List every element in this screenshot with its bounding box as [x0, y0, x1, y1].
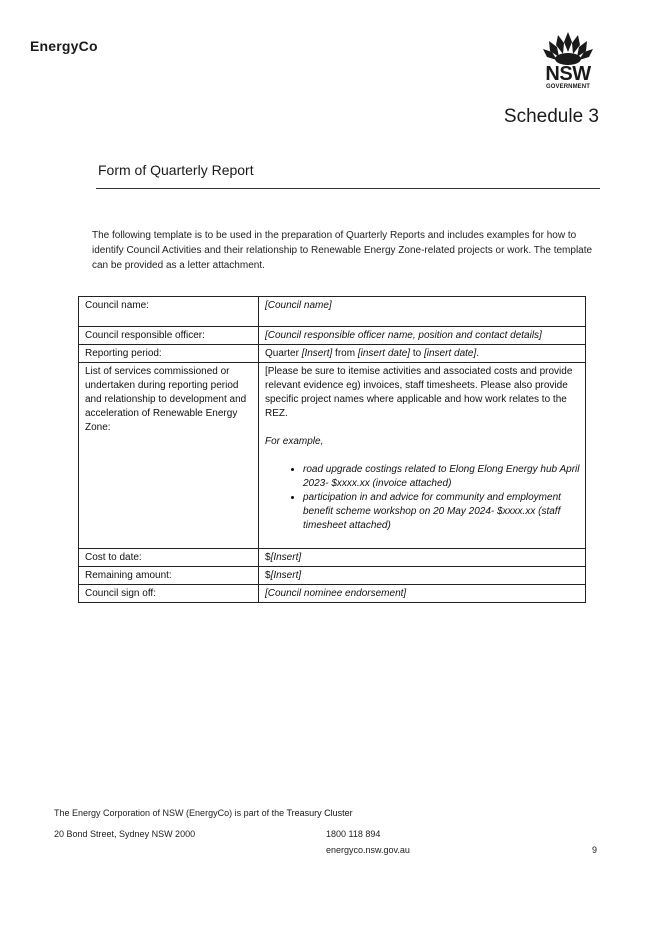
period-label: Reporting period: [78, 344, 259, 363]
services-value: [Please be sure to itemise activities an… [258, 362, 586, 549]
council-name-value: [Council name] [258, 296, 586, 327]
period-from-insert: [insert date] [357, 348, 411, 359]
cost-label: Cost to date: [78, 548, 259, 567]
cost-value: $[Insert] [258, 548, 586, 567]
table-row: Council sign off: [Council nominee endor… [78, 584, 586, 603]
period-quarter-insert: [Insert] [301, 348, 333, 359]
period-from-text: from [332, 348, 358, 359]
quarterly-report-table: Council name: [Council name] Council res… [78, 296, 586, 603]
table-row: Cost to date: $[Insert] [78, 548, 586, 567]
logo-wordmark: NSW [545, 63, 591, 85]
period-value: Quarter [Insert] from [insert date] to [… [258, 344, 586, 363]
council-name-label: Council name: [78, 296, 259, 327]
services-instructions: [Please be sure to itemise activities an… [265, 366, 573, 419]
signoff-label: Council sign off: [78, 584, 259, 603]
intro-paragraph: The following template is to be used in … [92, 230, 593, 271]
remaining-value: $[Insert] [258, 566, 586, 585]
footer-address: 20 Bond Street, Sydney NSW 2000 [54, 829, 196, 839]
table-row: Council name: [Council name] [78, 296, 586, 327]
table-row: Council responsible officer: [Council re… [78, 326, 586, 345]
nsw-government-logo: NSW GOVERNMENT [538, 30, 598, 94]
logo-subtext: GOVERNMENT [545, 84, 590, 90]
officer-value: [Council responsible officer name, posit… [258, 326, 586, 345]
footer-cluster-note: The Energy Corporation of NSW (EnergyCo)… [54, 808, 353, 818]
cost-prefix: $ [265, 552, 271, 563]
signoff-value: [Council nominee endorsement] [258, 584, 586, 603]
table-row: Reporting period: Quarter [Insert] from … [78, 344, 586, 363]
schedule-heading: Schedule 3 [503, 106, 599, 127]
form-title: Form of Quarterly Report [98, 162, 254, 178]
example-list: road upgrade costings related to Elong E… [265, 463, 580, 533]
period-to-text: to [410, 348, 424, 359]
remaining-label: Remaining amount: [78, 566, 259, 585]
table-row: Remaining amount: $[Insert] [78, 566, 586, 585]
footer-cluster-text: The Energy Corporation of NSW (EnergyCo)… [54, 808, 287, 818]
list-item: participation in and advice for communit… [303, 491, 580, 533]
remaining-prefix: $ [265, 570, 271, 581]
period-quarter-text: Quarter [265, 348, 302, 359]
brand-name: EnergyCo [30, 38, 98, 54]
waratah-icon [543, 32, 593, 65]
services-label: List of services commissioned or underta… [78, 362, 259, 549]
table-row: List of services commissioned or underta… [78, 362, 586, 549]
footer-phone: 1800 118 894 [326, 829, 381, 839]
period-to-insert: [insert date] [424, 348, 477, 359]
remaining-insert: [Insert] [270, 570, 302, 581]
cost-insert: [Insert] [270, 552, 302, 563]
footer-website: energyco.nsw.gov.au [326, 845, 410, 855]
footer-cluster-name: Treasury Cluster [286, 808, 353, 818]
officer-label: Council responsible officer: [78, 326, 259, 345]
example-label: For example, [265, 436, 324, 447]
page-number: 9 [592, 845, 598, 855]
title-divider [96, 188, 600, 189]
list-item: road upgrade costings related to Elong E… [303, 463, 580, 491]
period-end: . [476, 348, 480, 359]
